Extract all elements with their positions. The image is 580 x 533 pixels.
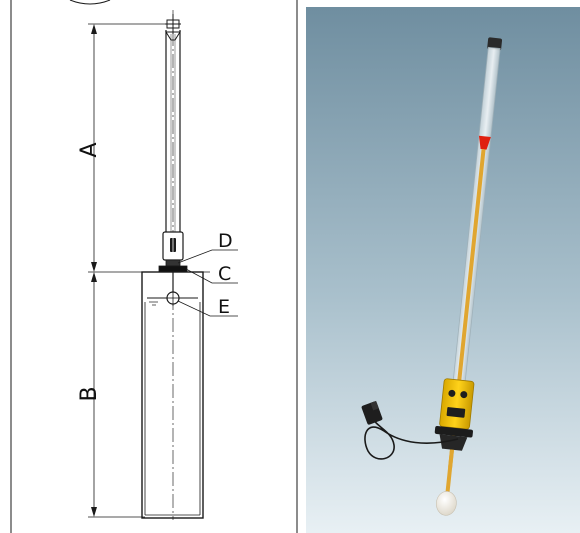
arrow-b-bottom — [91, 507, 97, 517]
leader-d — [177, 249, 238, 264]
sensor-cable — [364, 416, 459, 460]
black-flange — [434, 426, 473, 438]
part-e-float — [165, 290, 181, 306]
dimension-label-a: A — [77, 142, 102, 157]
part-label-d: D — [218, 230, 233, 252]
technical-drawing: A B D C — [10, 0, 298, 533]
arrow-a-top — [91, 24, 97, 34]
yellow-housing — [439, 378, 475, 430]
dimension-label-b: B — [77, 386, 102, 401]
part-label-e: E — [218, 296, 230, 318]
product-photo — [306, 7, 580, 533]
leader-e — [177, 300, 238, 317]
photo-background — [306, 7, 580, 533]
guide-tube — [165, 30, 181, 232]
top-cap — [165, 14, 181, 34]
red-indicator-icon — [478, 135, 491, 150]
part-label-c: C — [218, 263, 231, 285]
part-d-nut — [165, 259, 181, 267]
leader-c — [185, 268, 238, 284]
connector-plug — [361, 400, 383, 425]
lower-rod — [445, 449, 454, 495]
arrow-a-bottom — [91, 262, 97, 272]
indicator-housing — [162, 231, 184, 261]
tank-outline — [141, 271, 204, 519]
flange-base — [439, 434, 468, 451]
housing-plate — [446, 407, 466, 418]
housing-knob-2 — [460, 391, 468, 399]
float-ball — [436, 491, 457, 516]
arrow-b-top — [91, 272, 97, 282]
housing-knob-1 — [448, 389, 456, 397]
level-gauge — [434, 37, 503, 516]
top-cut-mark — [69, 0, 111, 5]
part-c-flange — [158, 265, 188, 273]
